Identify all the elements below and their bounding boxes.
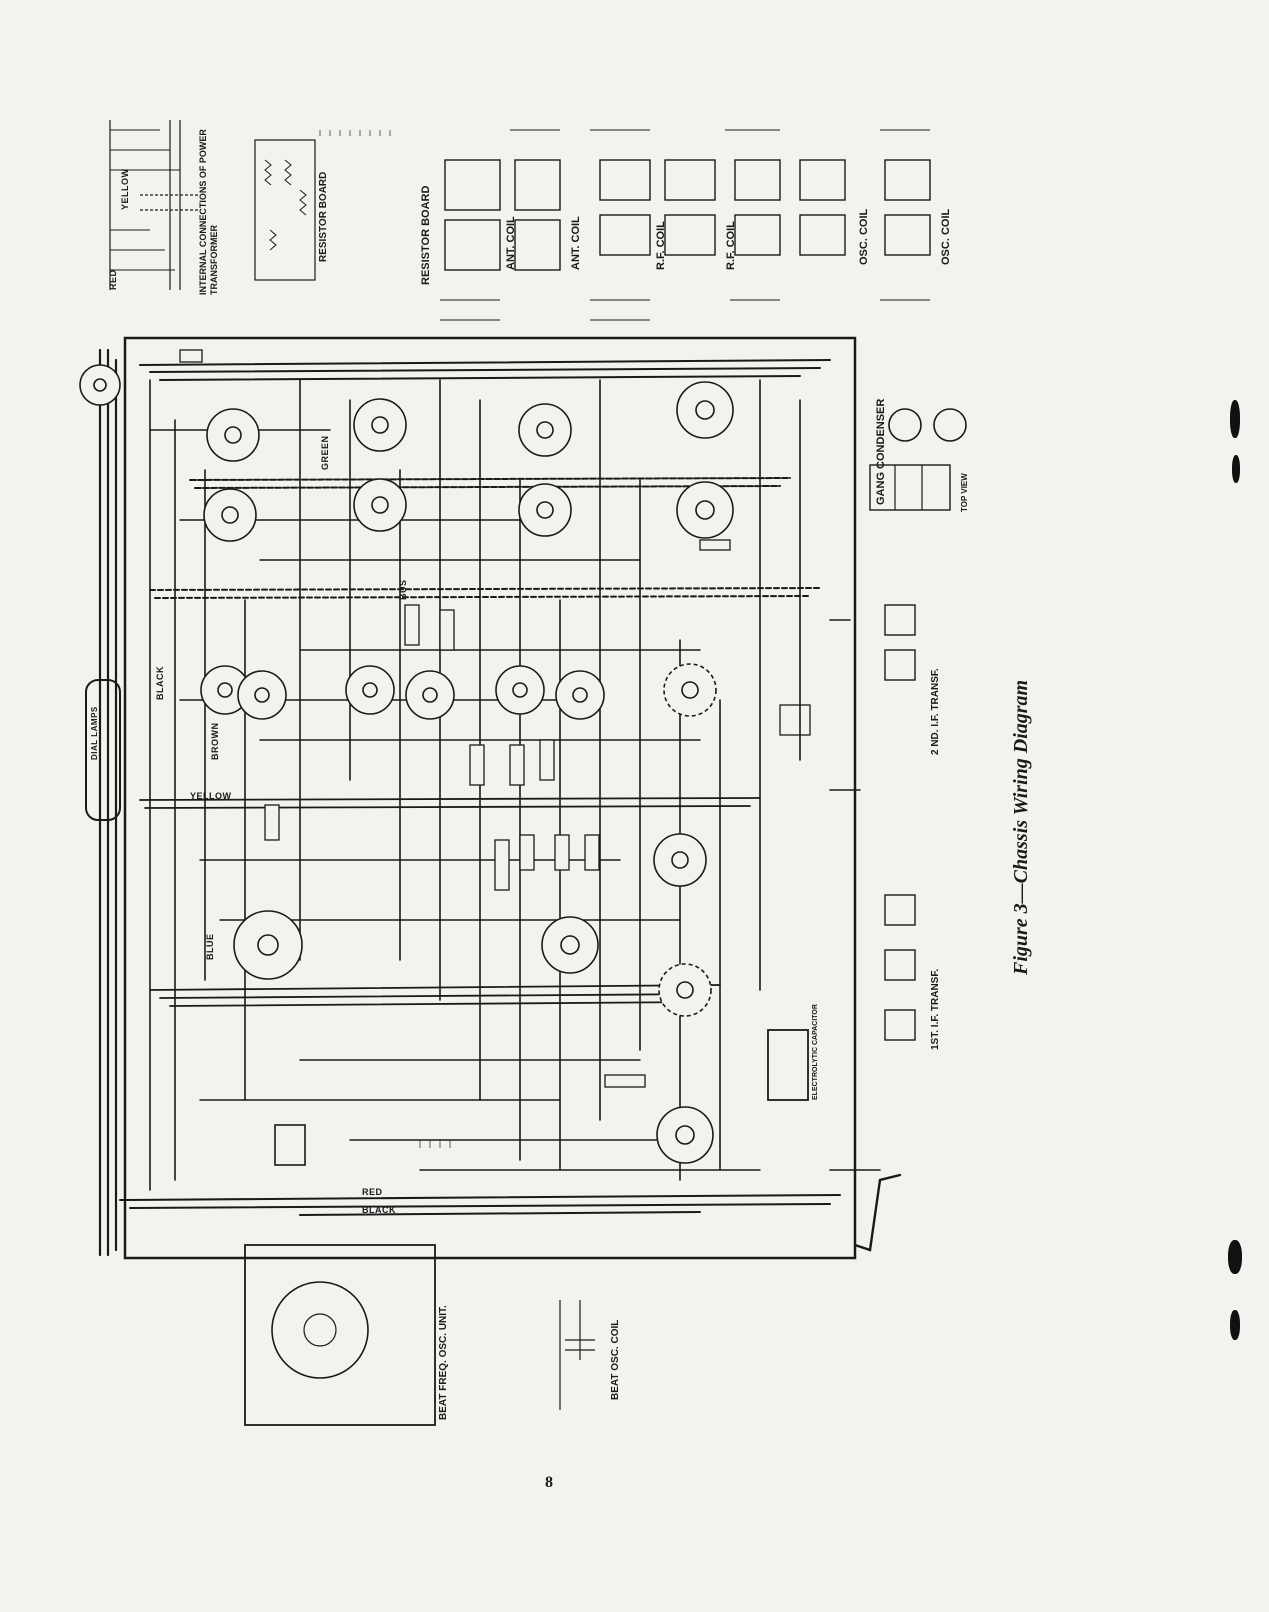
coil-box-group xyxy=(444,159,931,271)
if-transformer xyxy=(779,704,811,736)
power-transformer-core xyxy=(140,194,200,211)
harness-bottom xyxy=(119,1194,841,1216)
resistor xyxy=(179,349,203,363)
tube-socket xyxy=(656,1106,714,1164)
coil-leads xyxy=(440,129,930,321)
capacitor xyxy=(404,604,420,646)
resistor-board-small-title: RESISTOR BOARD xyxy=(318,171,329,262)
capacitor xyxy=(539,739,555,781)
resistor xyxy=(699,539,731,551)
tube-socket xyxy=(676,481,734,539)
gang-condenser-title: GANG CONDENSER xyxy=(875,398,887,505)
if-transformer-insets xyxy=(884,604,916,1041)
tube-socket xyxy=(353,478,407,532)
power-transformer-windings xyxy=(109,120,181,290)
wire-label-bus: BUS xyxy=(398,579,408,600)
binder-hole-mark xyxy=(1228,1240,1242,1274)
harness-lower xyxy=(149,984,721,1007)
capacitor xyxy=(554,834,570,871)
electrolytic-capacitor-label: ELECTROLYTIC CAPACITOR xyxy=(812,1004,819,1100)
capacitor xyxy=(439,609,455,651)
harness-mid-2 xyxy=(149,587,821,599)
beat-freq-switch xyxy=(271,1281,369,1379)
beat-osc-coil-title: BEAT OSC. COIL xyxy=(610,1319,621,1400)
wire-label-brown: BROWN xyxy=(210,722,220,761)
tube-socket xyxy=(237,670,287,720)
tube-socket xyxy=(541,916,599,974)
ant-coil-title-1: ANT. COIL xyxy=(505,216,517,270)
tube-socket xyxy=(206,408,260,462)
gang-condenser-trimmer xyxy=(888,408,967,442)
capacitor xyxy=(509,744,525,786)
binder-hole-mark xyxy=(1232,455,1240,483)
resistor-board-zigzags xyxy=(264,159,307,251)
wire-label-yellow-horizontal: YELLOW xyxy=(190,791,232,801)
gang-condenser-dividers xyxy=(894,465,923,510)
chassis-right-leads xyxy=(829,619,881,1171)
tube-socket xyxy=(676,381,734,439)
harness-mid-1 xyxy=(189,477,791,489)
wire-label-black-horizontal: BLACK xyxy=(362,1205,396,1215)
dial-lamp-housing xyxy=(85,679,121,821)
tube-socket xyxy=(345,665,395,715)
power-cord xyxy=(853,1173,902,1252)
tube-socket xyxy=(555,670,605,720)
osc-coil-title-2: OSC. COIL xyxy=(940,208,952,265)
capacitor xyxy=(494,839,510,891)
wire-label-dial-lamps: DIAL LAMPS xyxy=(90,706,99,760)
tube-socket xyxy=(658,963,712,1017)
wire-label-red: RED xyxy=(108,269,118,290)
binder-hole-mark xyxy=(1230,1310,1240,1340)
wire-label-red-horizontal: RED xyxy=(362,1187,383,1197)
wire-label-yellow: YELLOW xyxy=(120,168,130,211)
power-transformer-title: INTERNAL CONNECTIONS OF POWER TRANSFORME… xyxy=(198,129,219,295)
capacitor xyxy=(584,834,600,871)
wire-label-blue: BLUE xyxy=(205,933,215,961)
gang-condenser-box xyxy=(869,464,951,511)
tube-socket xyxy=(518,483,572,537)
capacitor xyxy=(469,744,485,786)
figure-caption: Figure 3—Chassis Wiring Diagram xyxy=(1010,679,1032,975)
tube-socket xyxy=(495,665,545,715)
wire-label-black: BLACK xyxy=(155,666,165,700)
tube-socket xyxy=(353,398,407,452)
beat-freq-osc-unit-box xyxy=(244,1244,436,1426)
beat-osc-coil-schematic xyxy=(559,1300,595,1410)
output-component xyxy=(274,1124,306,1166)
tube-socket xyxy=(203,488,257,542)
chassis-outline xyxy=(123,336,857,1260)
resistor xyxy=(604,1074,646,1088)
tube-socket xyxy=(663,663,717,717)
capacitor xyxy=(264,804,280,841)
ant-coil-title-2: ANT. COIL xyxy=(570,216,582,270)
resistor-board-title: RESISTOR BOARD xyxy=(420,185,432,285)
harness-top xyxy=(139,359,831,381)
binder-hole-mark xyxy=(1230,400,1240,438)
wire-label-green: GREEN xyxy=(320,435,330,470)
harness-left xyxy=(98,348,118,1257)
page-number: 8 xyxy=(545,1474,553,1491)
rf-coil-title-2: R.F. COIL xyxy=(725,221,737,270)
tube-socket xyxy=(518,403,572,457)
resistor-board-small xyxy=(254,139,316,281)
tube-socket xyxy=(653,833,707,887)
harness-mid-3 xyxy=(139,797,761,809)
electrolytic-capacitor xyxy=(767,1029,809,1101)
transformer-leads xyxy=(110,129,180,271)
tube-socket xyxy=(233,910,303,980)
tube-socket xyxy=(200,665,250,715)
if-2nd-title: 2 ND. I.F. TRANSF. xyxy=(930,668,941,755)
beat-freq-osc-unit-title: BEAT FREQ. OSC. UNIT. xyxy=(438,1305,449,1420)
capacitor xyxy=(519,834,535,871)
switch-component xyxy=(79,364,121,406)
top-view-label: TOP VIEW xyxy=(960,473,969,512)
if-1st-title: 1ST. I.F. TRANSF. xyxy=(930,968,941,1050)
tube-socket xyxy=(405,670,455,720)
rf-coil-title-1: R.F. COIL xyxy=(655,221,667,270)
osc-coil-title-1: OSC. COIL xyxy=(858,208,870,265)
